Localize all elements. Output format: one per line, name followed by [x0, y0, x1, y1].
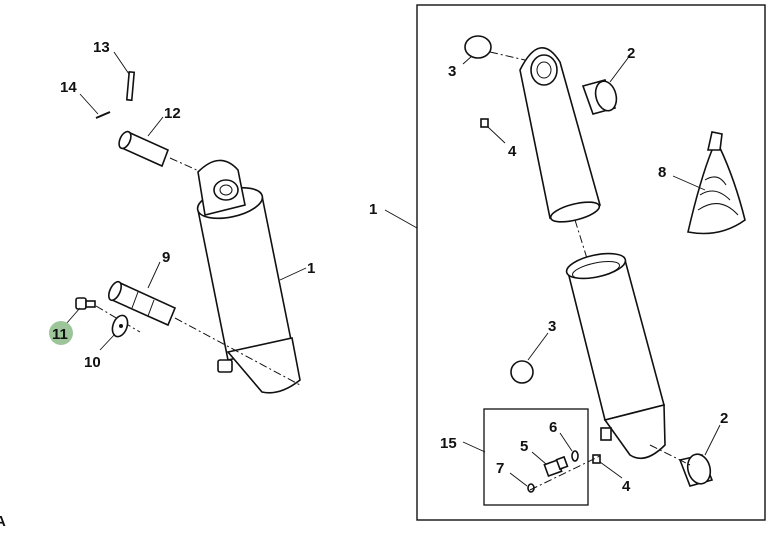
cotter-pin-14[interactable] [95, 111, 111, 119]
seal-6[interactable] [571, 450, 579, 462]
callout-5[interactable]: 5 [520, 438, 528, 455]
fitting-5[interactable] [543, 455, 569, 478]
callout-11-highlighted[interactable]: 11 [52, 326, 68, 343]
callout-8[interactable]: 8 [658, 164, 666, 181]
bushing-2-bottom[interactable] [678, 452, 714, 487]
callout-2-bottom[interactable]: 2 [720, 410, 728, 427]
fitting-4-top[interactable] [480, 118, 489, 128]
callout-4-top[interactable]: 4 [508, 143, 517, 160]
o-ring-3-bottom[interactable] [510, 360, 534, 384]
callout-13[interactable]: 13 [93, 39, 110, 56]
washer-10[interactable] [110, 313, 131, 338]
callout-1[interactable]: 1 [307, 260, 315, 277]
rod-end-barrel[interactable] [519, 46, 601, 226]
callout-3-top[interactable]: 3 [448, 63, 456, 80]
callout-10[interactable]: 10 [84, 354, 101, 371]
callout-9[interactable]: 9 [162, 249, 170, 266]
callout-12[interactable]: 12 [164, 105, 181, 122]
parts-bag-8[interactable] [687, 131, 746, 235]
callout-6[interactable]: 6 [549, 419, 557, 436]
callout-2-top[interactable]: 2 [627, 45, 635, 62]
spring-pin-13[interactable] [125, 71, 136, 102]
callout-7[interactable]: 7 [496, 460, 504, 477]
pin-9[interactable] [106, 280, 177, 327]
corner-mark: A [0, 513, 6, 530]
cylinder-body[interactable] [195, 159, 301, 394]
pin-12[interactable] [117, 130, 170, 168]
seal-kit-box [416, 4, 766, 521]
callout-3-bottom[interactable]: 3 [548, 318, 556, 335]
callout-kit-1[interactable]: 1 [369, 201, 377, 218]
exploded-cylinder: 3 2 4 8 3 2 15 6 5 7 4 [440, 35, 746, 506]
bolt-11[interactable] [75, 297, 96, 310]
callout-15[interactable]: 15 [440, 435, 457, 452]
callout-4-bottom[interactable]: 4 [622, 478, 631, 495]
assembled-cylinder: 13 14 12 9 1 11 10 [49, 39, 315, 394]
fitting-kit-box-15 [483, 408, 589, 506]
bushing-2-top[interactable] [581, 79, 620, 115]
cap-end-barrel[interactable] [564, 249, 666, 460]
highlight-marker [49, 321, 73, 345]
callout-14[interactable]: 14 [60, 79, 77, 96]
o-ring-3-top[interactable] [464, 35, 492, 59]
